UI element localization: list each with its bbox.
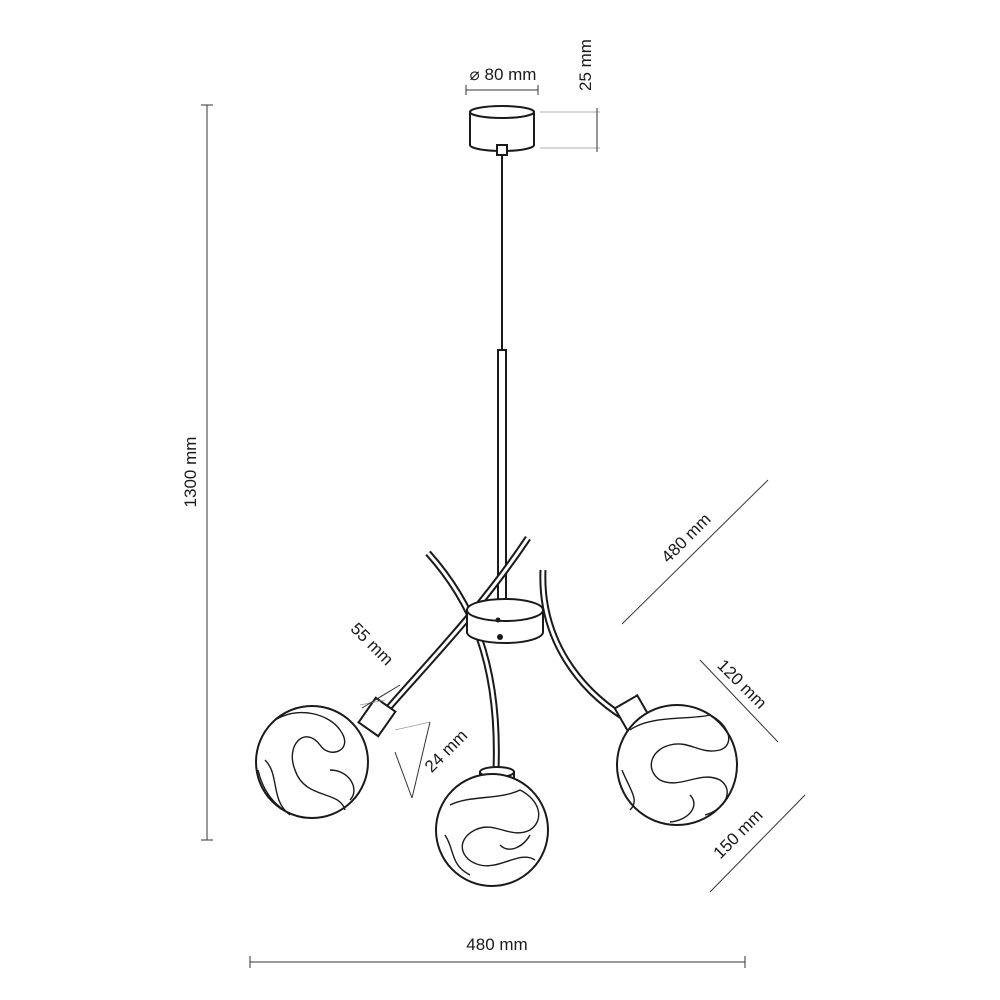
dim-arm-span: 480 mm: [621, 479, 769, 625]
dim-holder-length: 55 mm: [347, 619, 401, 709]
label-total-width: 480 mm: [466, 935, 527, 954]
arm-right: [539, 569, 627, 721]
label-canopy-height: 25 mm: [576, 39, 595, 91]
dim-shade-diameter: 150 mm: [709, 794, 806, 893]
label-total-height: 1300 mm: [181, 437, 200, 508]
lamp-drawing: [255, 105, 738, 887]
dim-canopy-diameter: ⌀ 80 mm: [465, 65, 539, 95]
label-holder-diameter: 24 mm: [421, 726, 471, 776]
dim-total-width: 480 mm: [249, 935, 746, 968]
label-shade-diameter: 150 mm: [710, 806, 767, 863]
label-holder-length: 55 mm: [347, 619, 397, 669]
shade-right: [613, 694, 738, 826]
shade-middle: [435, 766, 549, 887]
dim-total-height: 1300 mm: [181, 104, 213, 841]
central-hub: [466, 598, 544, 644]
dim-canopy-height: 25 mm: [540, 39, 600, 152]
label-canopy-diameter: ⌀ 80 mm: [470, 65, 537, 84]
shade-left: [255, 696, 397, 819]
label-arm-span: 480 mm: [658, 510, 715, 567]
ceiling-canopy: [469, 105, 535, 156]
